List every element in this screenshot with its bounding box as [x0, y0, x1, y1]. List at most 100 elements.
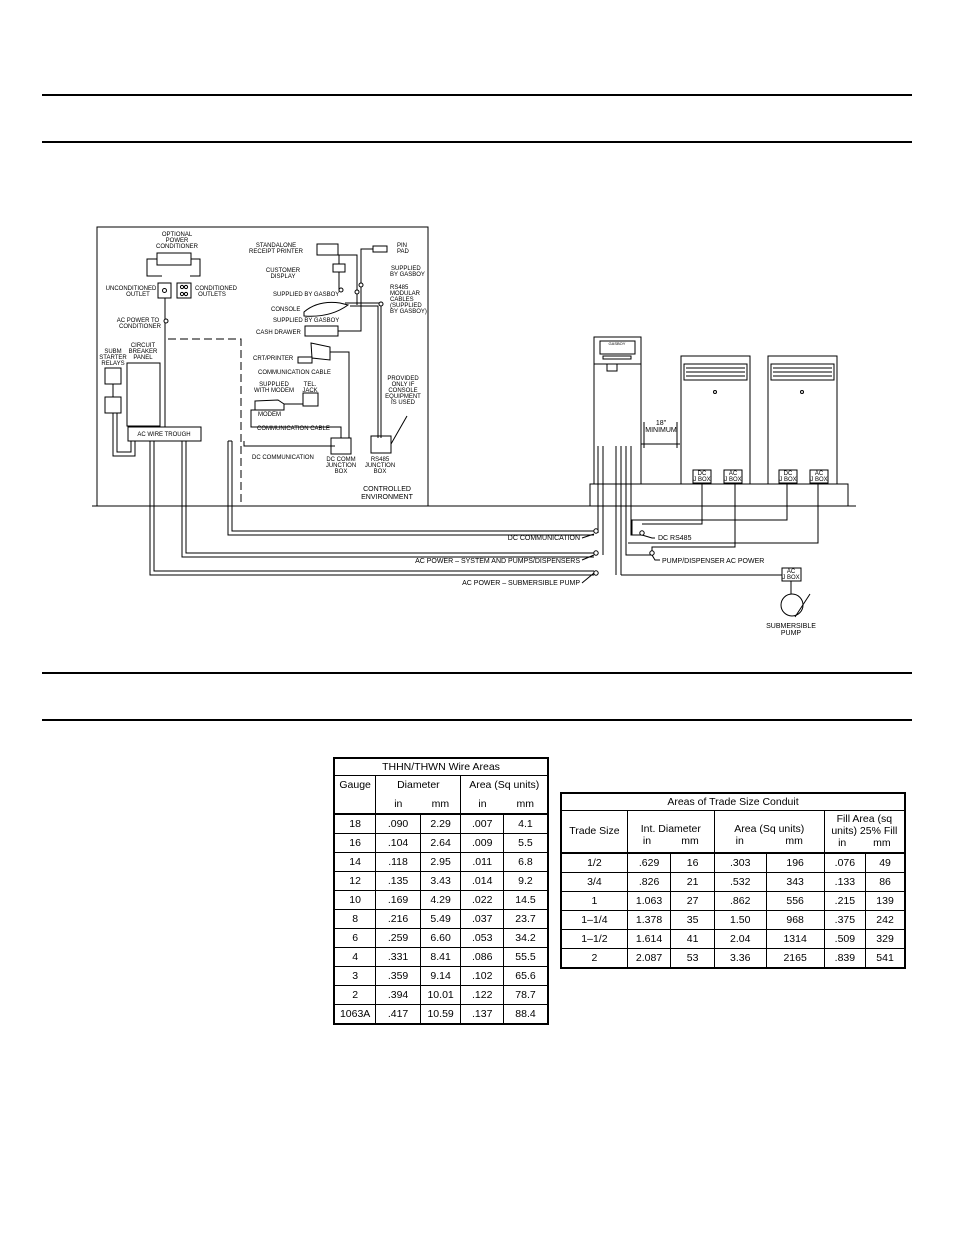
- wire-table-cell: .394: [375, 985, 421, 1005]
- label-ac-wire-trough: AC WIRE TROUGH: [137, 432, 190, 438]
- conduit-table-cell: .862: [713, 890, 767, 911]
- wire-table-cell: 9.2: [502, 871, 549, 891]
- wire-table-cell: 4.1: [502, 813, 549, 834]
- label-provided-1: PROVIDED: [387, 376, 419, 382]
- label-ac-jbox-1b: J BOX: [724, 477, 741, 483]
- wire-header-area-in: in: [460, 794, 504, 815]
- label-optional-conditioner-1: OPTIONAL: [162, 232, 193, 238]
- wire-table-cell: 8: [333, 909, 377, 929]
- conduit-table-cell: 196: [765, 851, 825, 873]
- conduit-table-cell: 35: [670, 909, 715, 930]
- label-customer-display-2: DISPLAY: [271, 274, 296, 280]
- wire-table-cell: 10: [333, 890, 377, 910]
- wiring-diagram: OPTIONAL POWER CONDITIONER UNCONDITIONED…: [92, 226, 856, 637]
- label-pump-jbox-1: AC: [787, 569, 796, 575]
- label-min-2: MINIMUM: [645, 427, 677, 434]
- label-dc-comm-box-1: DC COMM: [326, 457, 355, 463]
- wire-table-cell: 6: [333, 928, 377, 948]
- label-gasboy: GASBOY: [609, 341, 626, 346]
- label-ac-power-system: AC POWER – SYSTEM AND PUMPS/DISPENSERS: [415, 558, 580, 565]
- conduit-table-cell: 86: [865, 871, 906, 892]
- starter-relay-2: [104, 396, 122, 414]
- wire-table-cell: 6.60: [419, 928, 462, 948]
- building-outline: [96, 226, 429, 506]
- conduit-table-cell: 968: [765, 909, 825, 930]
- wire-table-cell: 2.64: [419, 833, 462, 853]
- starter-relay-1: [104, 367, 122, 385]
- cash-drawer: [304, 325, 339, 337]
- circuit-breaker-panel: [126, 362, 161, 427]
- conduit-table-cell: .133: [823, 871, 867, 892]
- label-sub-pump-2: PUMP: [781, 630, 802, 637]
- label-dc-jbox-2a: DC: [784, 471, 793, 477]
- label-standalone-2: RECEIPT PRINTER: [249, 249, 304, 255]
- wire-table-cell: 6.8: [502, 852, 549, 872]
- wire-table-cell: 3.43: [419, 871, 462, 891]
- label-rs485-cables-1: RS485: [390, 285, 409, 291]
- label-rs485-cables-2: MODULAR: [390, 291, 421, 297]
- wire-table-cell: 2: [333, 985, 377, 1005]
- label-provided-2: ONLY IF: [392, 382, 415, 388]
- conduit-table-cell: 49: [865, 851, 906, 873]
- wire-table-cell: 2.95: [419, 852, 462, 872]
- conduit-table-cell: .215: [823, 890, 867, 911]
- conduit-table-cell: 2.04: [713, 928, 767, 949]
- label-dc-comm-box-3: BOX: [335, 469, 348, 475]
- conduit-table-cell: 2.087: [626, 947, 672, 968]
- wire-table-cell: 10.01: [419, 985, 462, 1005]
- conduit-table-cell: 41: [670, 928, 715, 949]
- wire-table-cell: .259: [375, 928, 421, 948]
- conduit-areas-table: Areas of Trade Size Conduit Trade Size I…: [560, 792, 906, 969]
- wire-table-cell: .086: [460, 947, 504, 967]
- wire-table-cell: .011: [460, 852, 504, 872]
- conduit-table-cell: .509: [823, 928, 867, 949]
- label-ac-to-conditioner-1: AC POWER TO: [117, 318, 160, 324]
- wire-table-cell: .359: [375, 966, 421, 986]
- controlled-environment-boundary: [168, 338, 242, 506]
- label-comm-cable-1: COMMUNICATION CABLE: [258, 370, 331, 376]
- conduit-table-cell: 139: [865, 890, 906, 911]
- section-rule-2: [42, 141, 912, 143]
- wire-table-cell: 34.2: [502, 928, 549, 948]
- label-optional-conditioner-2: POWER: [166, 238, 189, 244]
- ac-jbox-1: [723, 469, 743, 484]
- label-conditioned-2: OUTLETS: [198, 292, 226, 298]
- label-rs485-box-3: BOX: [374, 469, 387, 475]
- wire-table-cell: 65.6: [502, 966, 549, 986]
- label-rs485-cables-4: (SUPPLIED: [390, 303, 422, 309]
- label-dc-jbox-1a: DC: [698, 471, 707, 477]
- label-comm-cable-2: COMMUNICATION CABLE: [257, 426, 330, 432]
- rs485-junction-box: [370, 435, 392, 454]
- unconditioned-outlet: [157, 282, 172, 299]
- wire-table-cell: 88.4: [502, 1004, 549, 1025]
- conduit-table-cell: .303: [713, 851, 767, 873]
- modem: [254, 399, 285, 411]
- tel-jack: [302, 392, 319, 407]
- dc-comm-junction-box: [330, 437, 352, 455]
- conduit-table-cell: .826: [626, 871, 672, 892]
- wire-table-cell: .037: [460, 909, 504, 929]
- conduit-table-cell: 1: [560, 890, 628, 911]
- conduit-table-cell: 1314: [765, 928, 825, 949]
- conduit-table-cell: 16: [670, 851, 715, 873]
- wire-table-cell: .417: [375, 1004, 421, 1025]
- label-pin-pad-1: PIN: [397, 243, 407, 249]
- label-supplied-2: SUPPLIED BY GASBOY: [273, 318, 339, 324]
- pin-pad: [372, 245, 388, 253]
- wire-header-diameter: Diameter: [375, 775, 462, 794]
- label-dc-communication: DC COMMUNICATION: [508, 535, 580, 542]
- label-pump-dispenser-ac: PUMP/DISPENSER AC POWER: [662, 558, 764, 565]
- conduit-table-cell: 1.063: [626, 890, 672, 911]
